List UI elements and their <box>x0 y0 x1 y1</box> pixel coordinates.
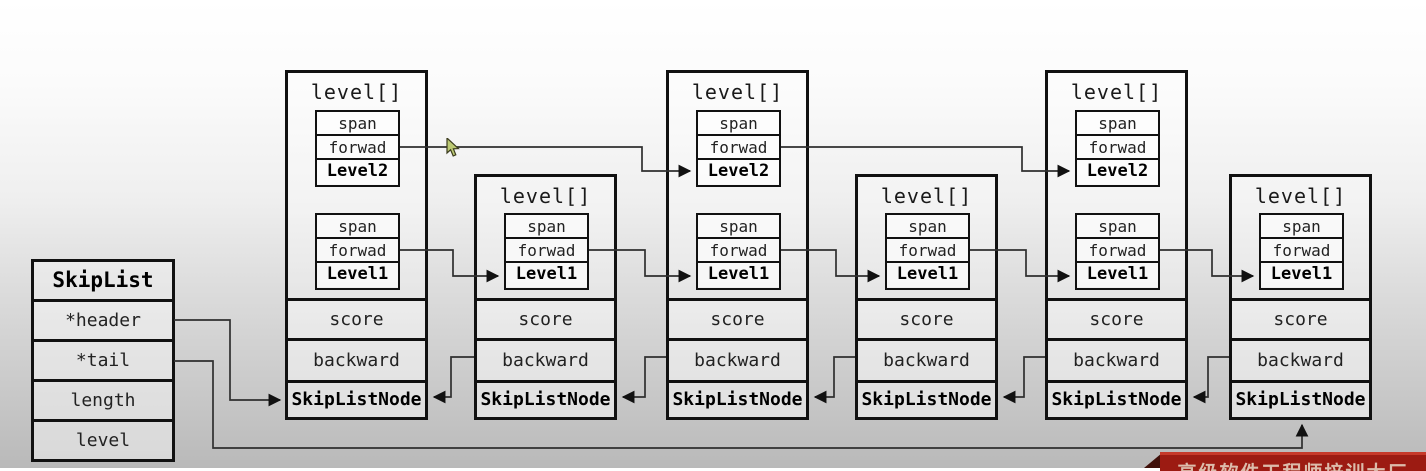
forward-cell: forwad <box>1077 136 1158 160</box>
wire-back-node5-node4 <box>1002 356 1045 404</box>
backward-cell: backward <box>477 338 614 380</box>
span-cell: span <box>1077 112 1158 136</box>
score-cell: score <box>288 298 425 338</box>
skiplist-node-3: level[] span forwad Level2 span forwad L… <box>666 70 809 420</box>
level1-entry-box: span forwad Level1 <box>885 213 970 290</box>
skiplistnode-cell: SkipListNode <box>858 380 995 417</box>
span-cell: span <box>317 215 398 239</box>
level2-entry-box: span forwad Level2 <box>315 110 400 187</box>
level-array-label: level[] <box>1070 80 1163 104</box>
node-bottom-rows: score backward SkipListNode <box>669 298 806 417</box>
skiplist-field-length: length <box>34 379 172 419</box>
score-cell: score <box>858 298 995 338</box>
level2-cell: Level2 <box>317 160 398 184</box>
skiplistnode-cell: SkipListNode <box>1232 380 1369 417</box>
node-bottom-rows: score backward SkipListNode <box>477 298 614 417</box>
forward-cell: forwad <box>887 239 968 263</box>
forward-cell: forwad <box>698 239 779 263</box>
level1-entry-box: span forwad Level1 <box>696 213 781 290</box>
level2-cell: Level2 <box>1077 160 1158 184</box>
level1-cell: Level1 <box>698 263 779 287</box>
span-cell: span <box>317 112 398 136</box>
backward-cell: backward <box>669 338 806 380</box>
node-bottom-rows: score backward SkipListNode <box>1232 298 1369 417</box>
level-array-label: level[] <box>691 80 784 104</box>
wire-l2-node1-node3 <box>400 146 692 178</box>
level2-entry-box: span forwad Level2 <box>696 110 781 187</box>
mouse-cursor-icon <box>446 138 460 157</box>
skiplist-field-tail: *tail <box>34 339 172 379</box>
wire-header-to-node1 <box>174 319 282 407</box>
score-cell: score <box>1048 298 1185 338</box>
watermark-banner: 高级软件工程师培训大厂 <box>1160 452 1426 471</box>
score-cell: score <box>669 298 806 338</box>
skiplist-struct-box: SkipList *header *tail length level <box>31 259 175 462</box>
forward-cell: forwad <box>698 136 779 160</box>
level1-cell: Level1 <box>1261 263 1342 287</box>
backward-cell: backward <box>858 338 995 380</box>
skiplist-node-1: level[] span forwad Level2 span forwad L… <box>285 70 428 420</box>
forward-cell: forwad <box>1261 239 1342 263</box>
node-bottom-rows: score backward SkipListNode <box>1048 298 1185 417</box>
watermark-text: 高级软件工程师培训大厂 <box>1160 458 1426 471</box>
span-cell: span <box>698 112 779 136</box>
skiplist-node-2: level[] span forwad Level1 score backwar… <box>474 174 617 420</box>
forward-cell: forwad <box>317 136 398 160</box>
forward-cell: forwad <box>1077 239 1158 263</box>
span-cell: span <box>506 215 587 239</box>
skiplist-field-level: level <box>34 419 172 459</box>
backward-cell: backward <box>1048 338 1185 380</box>
span-cell: span <box>1077 215 1158 239</box>
span-cell: span <box>698 215 779 239</box>
node-bottom-rows: score backward SkipListNode <box>288 298 425 417</box>
score-cell: score <box>477 298 614 338</box>
skiplist-title: SkipList <box>52 268 154 292</box>
forward-cell: forwad <box>506 239 587 263</box>
score-cell: score <box>1232 298 1369 338</box>
skiplistnode-cell: SkipListNode <box>669 380 806 417</box>
level2-entry-box: span forwad Level2 <box>1075 110 1160 187</box>
backward-cell: backward <box>288 338 425 380</box>
skiplist-field-header: *header <box>34 299 172 339</box>
skiplistnode-cell: SkipListNode <box>477 380 614 417</box>
backward-cell: backward <box>1232 338 1369 380</box>
banner-fold <box>1144 453 1162 468</box>
level1-entry-box: span forwad Level1 <box>1075 213 1160 290</box>
skiplistnode-cell: SkipListNode <box>288 380 425 417</box>
skiplist-node-5: level[] span forwad Level2 span forwad L… <box>1045 70 1188 420</box>
level-array-label: level[] <box>880 184 973 208</box>
skiplistnode-cell: SkipListNode <box>1048 380 1185 417</box>
level1-entry-box: span forwad Level1 <box>504 213 589 290</box>
level1-entry-box: span forwad Level1 <box>1259 213 1344 290</box>
level1-cell: Level1 <box>1077 263 1158 287</box>
level-array-label: level[] <box>1254 184 1347 208</box>
span-cell: span <box>1261 215 1342 239</box>
forward-cell: forwad <box>317 239 398 263</box>
wire-back-node6-node5 <box>1192 356 1229 404</box>
level1-cell: Level1 <box>317 263 398 287</box>
skiplist-node-6: level[] span forwad Level1 score backwar… <box>1229 174 1372 420</box>
level2-cell: Level2 <box>698 160 779 184</box>
wire-l2-node3-node5 <box>781 146 1071 178</box>
level1-entry-box: span forwad Level1 <box>315 213 400 290</box>
wire-back-node3-node2 <box>621 356 666 404</box>
node-bottom-rows: score backward SkipListNode <box>858 298 995 417</box>
wire-back-node4-node3 <box>813 356 855 404</box>
level1-cell: Level1 <box>887 263 968 287</box>
level1-cell: Level1 <box>506 263 587 287</box>
level-array-label: level[] <box>499 184 592 208</box>
wire-back-node2-node1 <box>432 356 474 404</box>
level-array-label: level[] <box>310 80 403 104</box>
skiplist-node-4: level[] span forwad Level1 score backwar… <box>855 174 998 420</box>
span-cell: span <box>887 215 968 239</box>
